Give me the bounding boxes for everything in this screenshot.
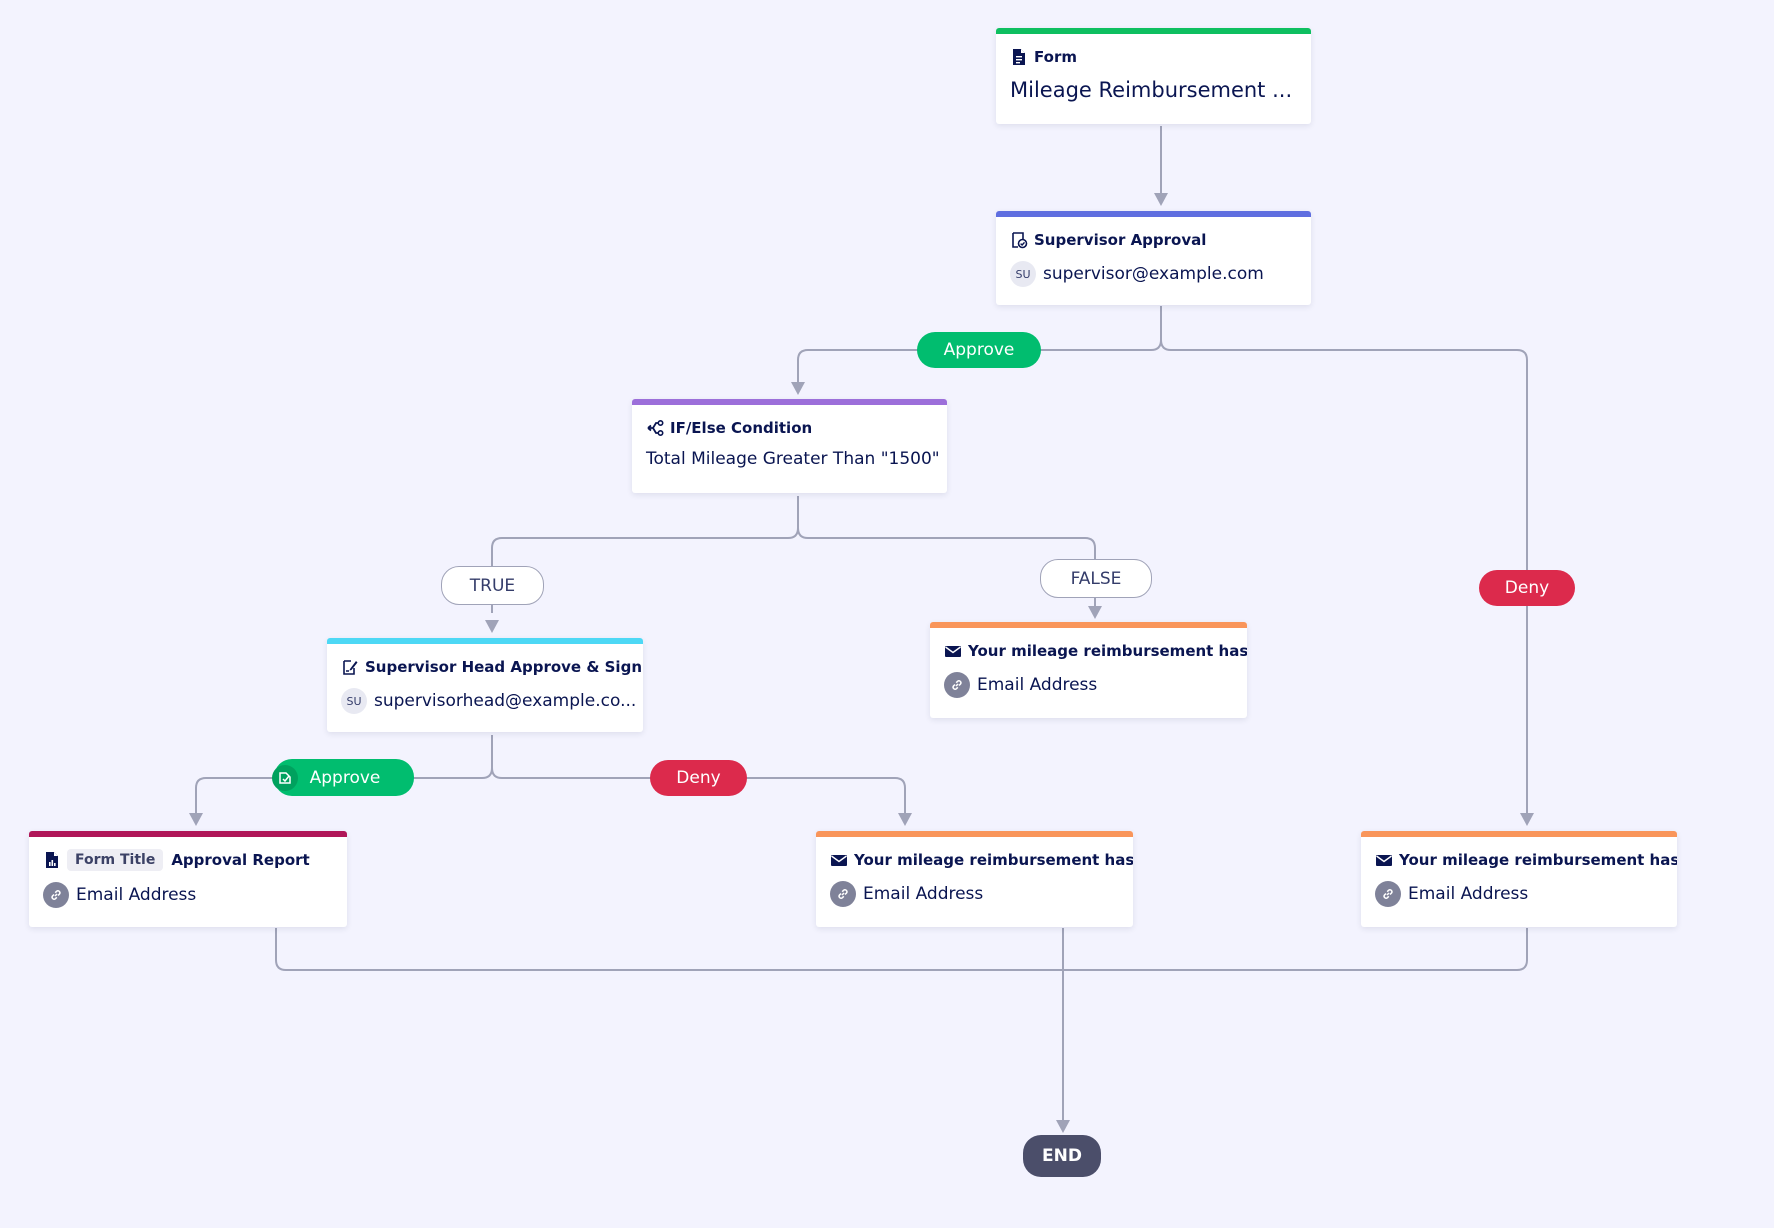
approval-icon [1012,232,1028,249]
form-title: Mileage Reimbursement ... [1010,78,1293,102]
arrow-head [485,620,499,633]
assignee-email: supervisorhead@example.co... [374,691,637,711]
branch-false-label[interactable]: FALSE [1040,559,1152,598]
node-form[interactable]: Form Mileage Reimbursement ... [996,28,1311,124]
assignee-email: supervisor@example.com [1043,264,1264,284]
node-supervisor-head-approve-sign[interactable]: Supervisor Head Approve & Sign SU superv… [327,638,643,732]
connector-report-to-end [275,928,1063,971]
email-recipient: Email Address [1408,884,1529,904]
email-subject: Your mileage reimbursement has b [854,851,1133,869]
arrow-head [898,813,912,826]
envelope-icon [945,646,961,657]
node-accent-bar [930,622,1247,628]
arrow-head [189,813,203,826]
node-type-label: Form [1034,48,1077,66]
arrow-head [1056,1120,1070,1133]
node-supervisor-approval[interactable]: Supervisor Approval SU supervisor@exampl… [996,211,1311,305]
connector-deny1-to-end [1063,928,1528,971]
node-accent-bar [1361,831,1677,837]
connector-condition-split [491,496,799,613]
arrow-head [1520,813,1534,826]
node-accent-bar [996,28,1311,34]
node-email-false[interactable]: Your mileage reimbursement has b Email A… [930,622,1247,718]
arrow-head [791,382,805,395]
form-title-tag: Form Title [67,849,164,871]
link-icon [43,882,69,908]
branch-deny-label[interactable]: Deny [650,760,747,796]
condition-branch-icon [647,419,664,437]
approve-sign-icon [271,764,298,791]
node-type-label: Supervisor Approval [1034,231,1207,249]
email-recipient: Email Address [977,675,1098,695]
report-document-icon [46,852,58,868]
email-subject: Your mileage reimbursement has b [968,642,1247,660]
node-type-label: Supervisor Head Approve & Sign [365,658,642,676]
email-subject: Your mileage reimbursement has b [1399,851,1677,869]
node-accent-bar [29,831,347,837]
node-email-head-deny[interactable]: Your mileage reimbursement has b Email A… [816,831,1133,927]
form-document-icon [1013,49,1025,65]
node-accent-bar [816,831,1133,837]
arrow-head [1088,606,1102,619]
branch-approve-label[interactable]: Approve [917,332,1041,368]
email-recipient: Email Address [76,885,197,905]
email-recipient: Email Address [863,884,984,904]
connector-condition-false [797,527,1096,608]
assignee-avatar: SU [341,688,367,714]
node-approval-report[interactable]: Form Title Approval Report Email Address [29,831,347,927]
node-accent-bar [996,211,1311,217]
assignee-avatar: SU [1010,261,1036,287]
sign-document-icon [343,660,358,675]
branch-true-label[interactable]: TRUE [441,566,544,605]
node-type-label: IF/Else Condition [670,419,813,437]
report-title: Approval Report [171,851,310,869]
connector-head-deny [491,767,906,816]
condition-rule: Total Mileage Greater Than "1500" [646,449,940,469]
link-icon [1375,881,1401,907]
node-accent-bar [327,638,643,644]
envelope-icon [1376,855,1392,866]
end-node[interactable]: END [1023,1135,1101,1177]
branch-deny-label[interactable]: Deny [1479,570,1575,606]
branch-approve-label[interactable]: Approve [271,759,414,796]
node-accent-bar [632,399,947,405]
node-if-else-condition[interactable]: IF/Else Condition Total Mileage Greater … [632,399,947,493]
node-email-supervisor-deny[interactable]: Your mileage reimbursement has b Email A… [1361,831,1677,927]
arrow-head [1154,193,1168,206]
envelope-icon [831,855,847,866]
link-icon [944,672,970,698]
connector-approval-deny [1160,339,1528,816]
link-icon [830,881,856,907]
